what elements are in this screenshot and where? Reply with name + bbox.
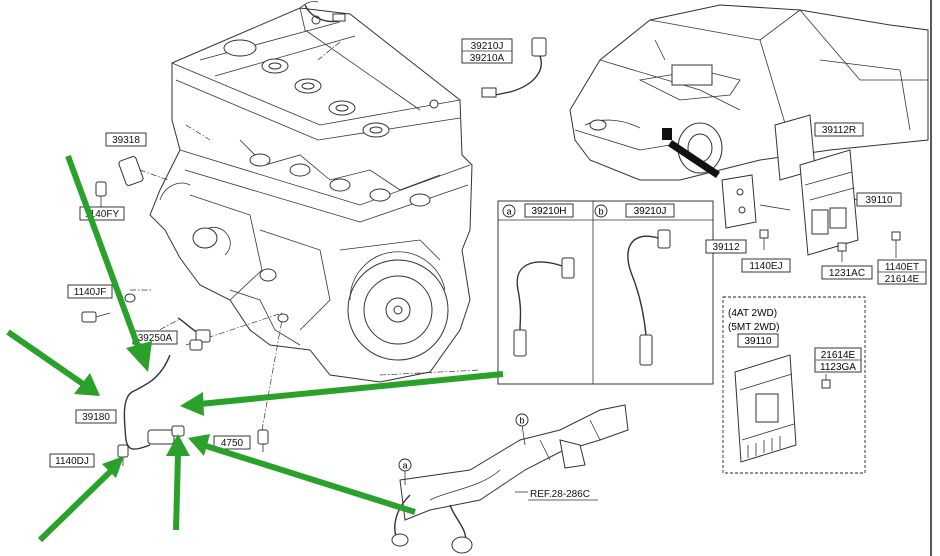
harness-marker-b: b bbox=[519, 416, 524, 426]
ecu-part-39110: 39110 bbox=[744, 336, 772, 347]
wiring-harness: a b bbox=[391, 404, 629, 554]
ecu-variant-panel: (4AT 2WD) (5MT 2WD) 39110 21614E 1123GA bbox=[722, 296, 866, 474]
part-39210h: 39210H bbox=[531, 206, 566, 217]
callout-39110: 39110 bbox=[865, 195, 893, 206]
ecu-assembly bbox=[721, 114, 901, 262]
arrow-to-crank-sensor-top bbox=[65, 154, 152, 372]
bolt-1140jf bbox=[81, 293, 136, 323]
variant-marker-b: b bbox=[598, 207, 603, 217]
callout-39180: 39180 bbox=[82, 412, 110, 423]
crankshaft-position-sensor bbox=[117, 354, 185, 466]
part-39210j-variant: 39210J bbox=[634, 206, 667, 217]
arrow-to-sensor-bottom bbox=[166, 434, 190, 531]
ecu-note-5mt: (5MT 2WD) bbox=[728, 322, 779, 333]
callout-1140dj: 1140DJ bbox=[55, 456, 89, 467]
highlight-arrows bbox=[6, 154, 504, 543]
callout-1231ac: 1231AC bbox=[829, 268, 865, 279]
arrow-to-39180-left bbox=[6, 329, 100, 396]
variant-marker-a: a bbox=[506, 207, 511, 217]
sensor-variant-panel: a b 39210H 39210J bbox=[497, 200, 714, 385]
callout-1140et: 1140ET bbox=[885, 262, 919, 273]
callout-1140fy: 1140FY bbox=[85, 209, 120, 220]
ecu-screw-21614e: 21614E bbox=[821, 350, 856, 361]
callout-4750: 4750 bbox=[221, 438, 244, 449]
camshaft-position-sensor bbox=[95, 156, 144, 208]
callout-39210j: 39210J bbox=[471, 41, 504, 52]
sensor-b-connector bbox=[657, 229, 671, 249]
callout-39112: 39112 bbox=[712, 242, 740, 253]
ecu-screw-1123ga: 1123GA bbox=[820, 362, 856, 373]
knock-sensor bbox=[177, 317, 211, 351]
callout-1140ej: 1140EJ bbox=[749, 261, 782, 272]
vehicle-illustration bbox=[569, 4, 929, 181]
callout-1140jf: 1140JF bbox=[74, 287, 107, 298]
callout-39250a: 39250A bbox=[138, 333, 173, 344]
arrow-to-sensor-from-panel bbox=[180, 371, 504, 416]
sensor-a-connector bbox=[561, 257, 575, 279]
harness-marker-a: a bbox=[402, 461, 407, 471]
sensor-a-probe bbox=[513, 329, 527, 357]
callout-39210a: 39210A bbox=[470, 53, 505, 64]
callout-39112r: 39112R bbox=[822, 125, 856, 136]
temperature-sender bbox=[257, 429, 269, 452]
oxygen-sensor-upstream bbox=[304, 4, 547, 98]
callout-ref-28-286c: REF.28-286C bbox=[530, 489, 590, 500]
callout-39318: 39318 bbox=[112, 135, 140, 146]
callout-labels: 39210J 39210A 39318 1140FY 1140JF 39250A… bbox=[49, 38, 927, 501]
callout-21614e: 21614E bbox=[885, 274, 920, 285]
arrow-from-harness bbox=[188, 434, 416, 515]
ecu-note-4at: (4AT 2WD) bbox=[728, 308, 777, 319]
sensor-b-probe bbox=[639, 334, 653, 366]
arrow-to-1140dj bbox=[37, 456, 124, 543]
engine-illustration bbox=[149, 1, 473, 383]
